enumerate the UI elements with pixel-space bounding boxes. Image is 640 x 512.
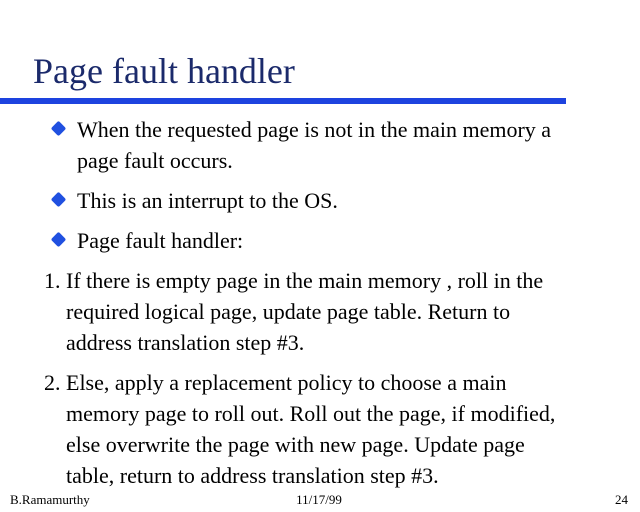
numbered-item: 2. Else, apply a replacement policy to c… — [0, 367, 640, 491]
slide-footer: B.Ramamurthy 11/17/99 24 — [10, 492, 628, 508]
footer-date: 11/17/99 — [296, 492, 342, 507]
bullet-item: Page fault handler: — [0, 225, 640, 256]
bullet-text: This is an interrupt to the OS. — [77, 188, 338, 213]
numbered-item-text: If there is empty page in the main memor… — [66, 268, 544, 355]
numbered-item-marker: 1. — [44, 268, 61, 293]
footer-page-number: 24 — [615, 492, 628, 507]
diamond-bullet-icon — [50, 120, 67, 137]
diamond-bullet-icon — [50, 191, 67, 208]
slide-body: When the requested page is not in the ma… — [0, 114, 640, 500]
numbered-item-text: Else, apply a replacement policy to choo… — [66, 370, 556, 488]
numbered-item: 1. If there is empty page in the main me… — [0, 265, 640, 358]
bullet-item: When the requested page is not in the ma… — [0, 114, 640, 176]
footer-author: B.Ramamurthy — [10, 492, 90, 507]
bullet-item: This is an interrupt to the OS. — [0, 185, 640, 216]
page-title: Page fault handler — [33, 51, 295, 91]
bullet-text: Page fault handler: — [77, 228, 244, 253]
title-underline — [0, 98, 566, 104]
diamond-bullet-icon — [50, 231, 67, 248]
bullet-text: When the requested page is not in the ma… — [77, 117, 552, 173]
numbered-item-marker: 2. — [44, 370, 61, 395]
